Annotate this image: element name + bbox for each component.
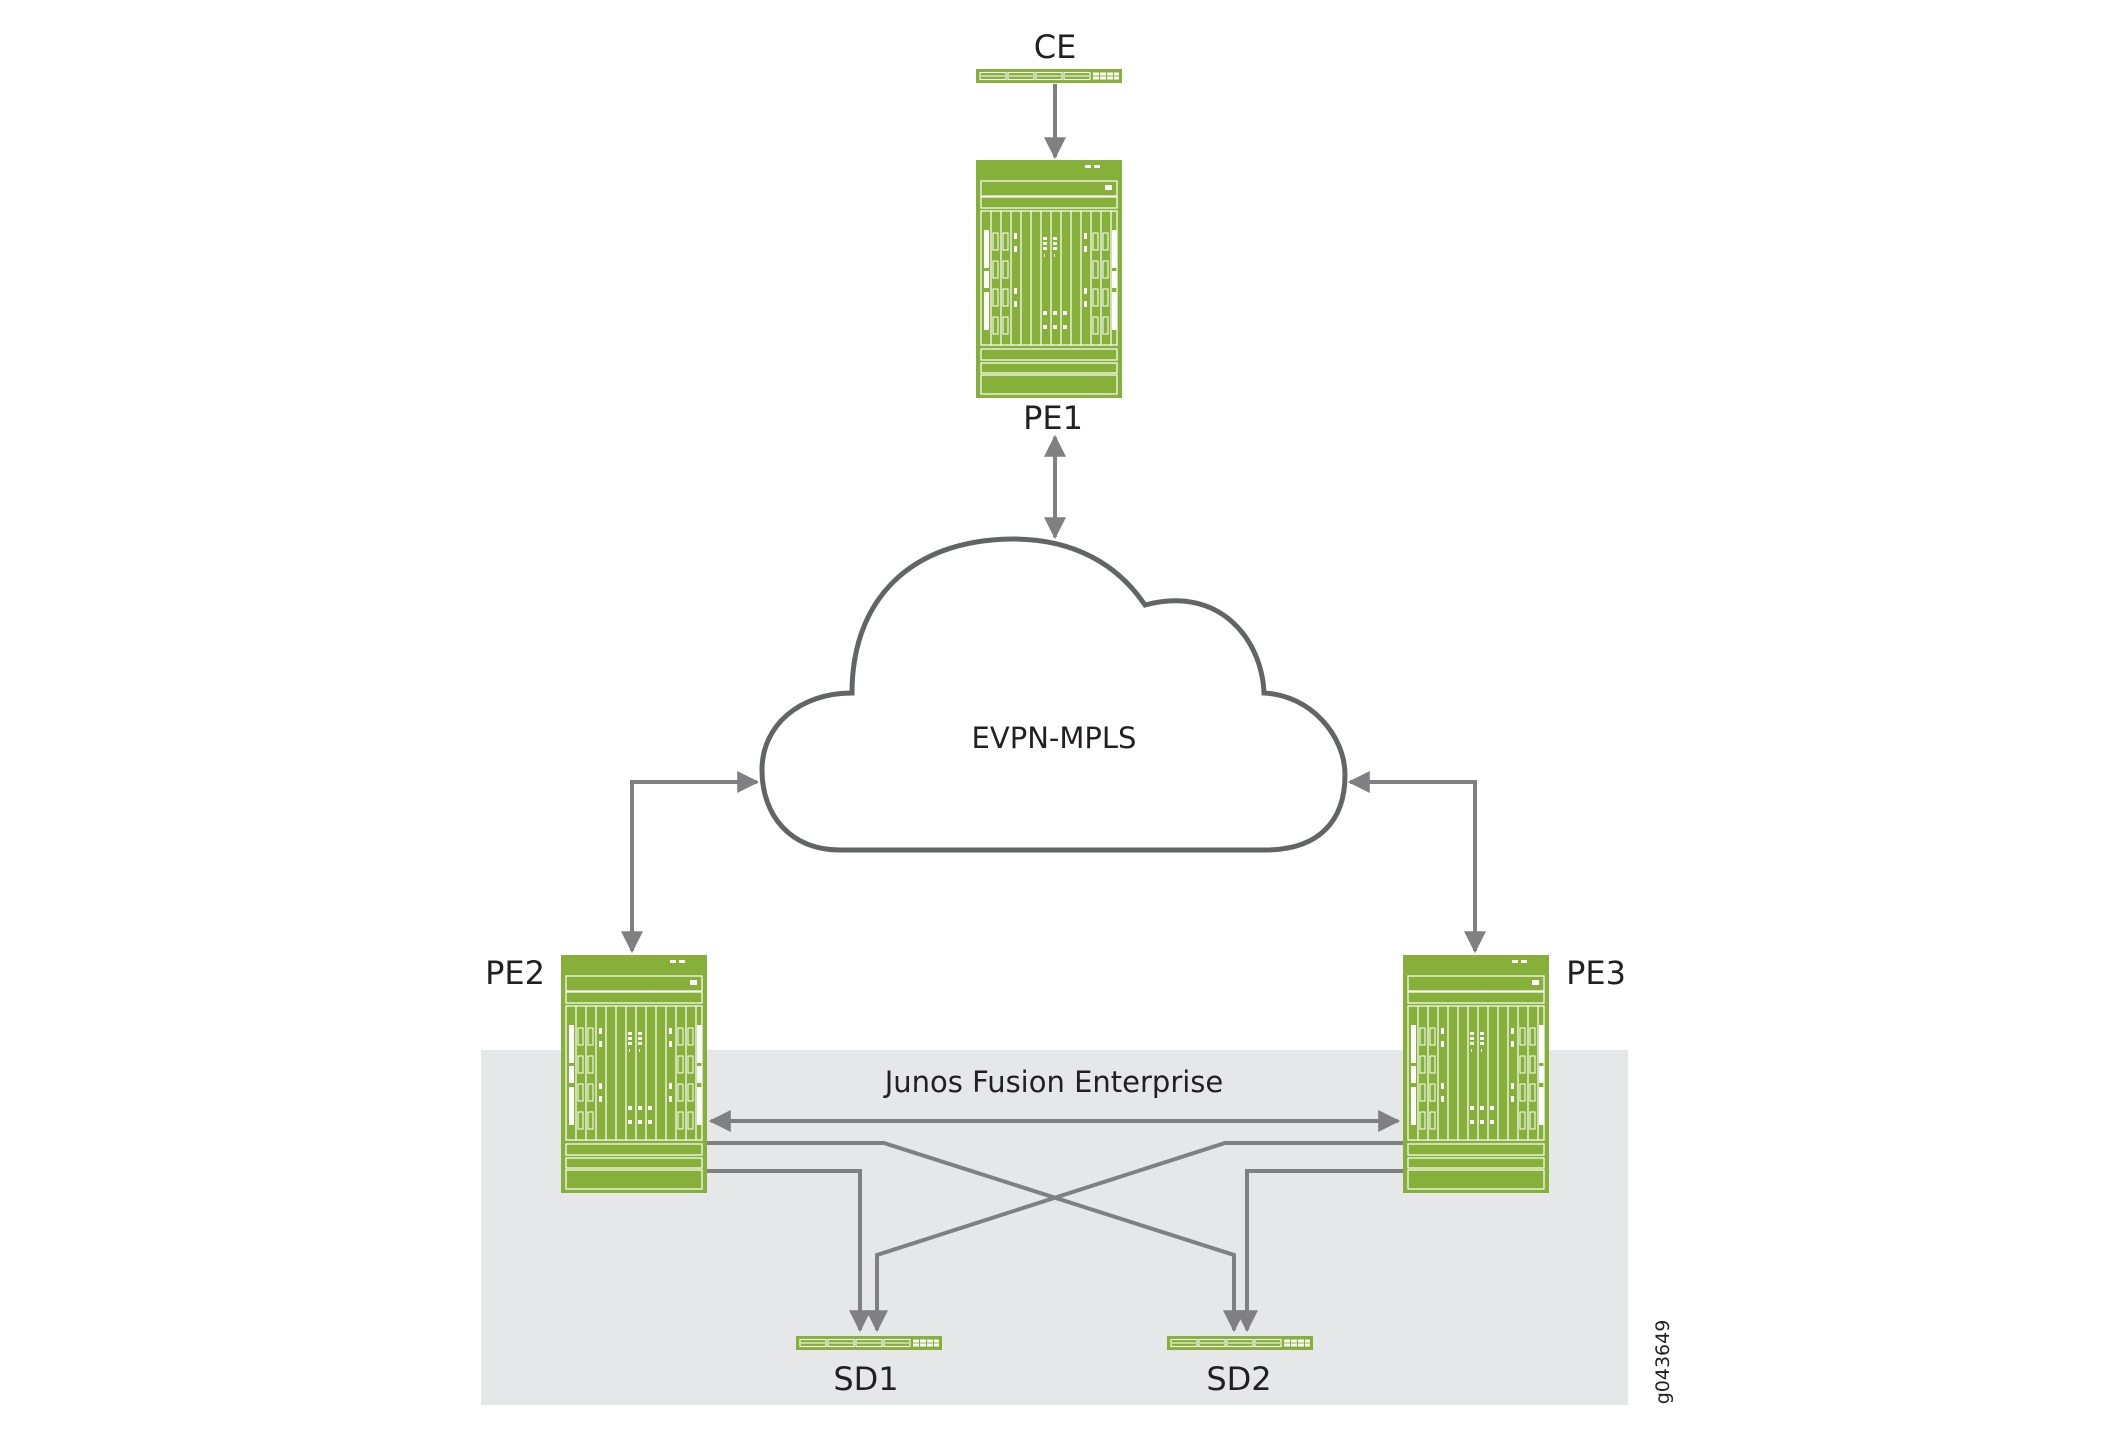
link-pe2-cloud [621,771,760,954]
region-label: Junos Fusion Enterprise [883,1065,1224,1099]
sd2-label: SD2 [1206,1360,1271,1398]
cloud-label: EVPN-MPLS [972,721,1137,755]
link-pe3-sd2 [1236,1169,1403,1333]
sd1-switch-icon[interactable] [795,1335,943,1351]
evpn-mpls-cloud-icon [759,536,1348,853]
pe3-router-icon[interactable] [1402,954,1550,1194]
link-pe3-cloud [1347,771,1486,954]
link-pe2-sd1 [707,1169,871,1333]
pe2-router-icon[interactable] [560,954,708,1194]
sd1-label: SD1 [833,1360,898,1398]
sd2-switch-icon[interactable] [1166,1335,1314,1351]
ce-label: CE [1034,28,1077,66]
pe2-label: PE2 [485,954,545,992]
pe1-router-icon[interactable] [975,159,1123,399]
ce-switch-icon[interactable] [975,68,1123,84]
figure-id: g043649 [1652,1320,1674,1405]
link-pe3-sd1 [866,1141,1403,1333]
pe1-label: PE1 [1023,399,1083,437]
link-pe2-sd2 [707,1141,1245,1333]
pe3-label: PE3 [1566,954,1626,992]
